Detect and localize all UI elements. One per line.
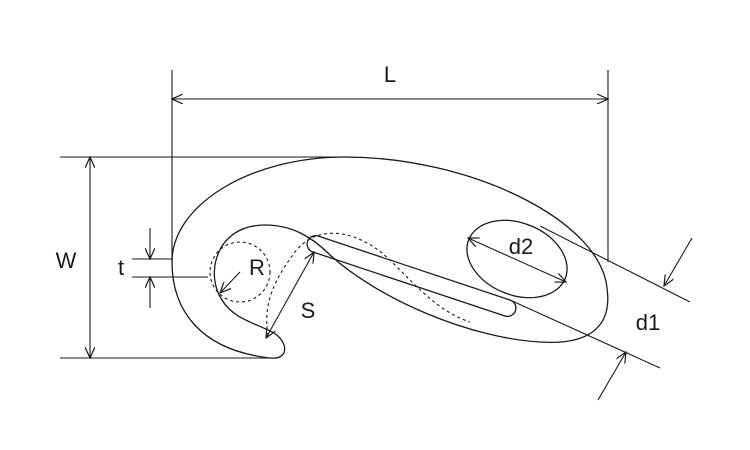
gate-latch <box>306 234 517 318</box>
label-S: S <box>301 298 316 323</box>
label-d2: d2 <box>509 234 533 259</box>
dim-line-R <box>220 271 241 293</box>
dim-line-d2 <box>468 238 566 282</box>
hook-outer-outline <box>171 156 609 359</box>
ext-line-d1-upper <box>539 225 691 303</box>
dim-line-d1-lower <box>597 352 626 401</box>
label-R: R <box>249 255 265 280</box>
label-L: L <box>384 62 396 87</box>
dim-line-S <box>266 252 314 338</box>
dim-line-d1-upper <box>664 237 693 286</box>
label-t: t <box>118 255 124 280</box>
ext-line-d1-lower <box>509 299 661 369</box>
label-W: W <box>56 248 77 273</box>
eye-hole <box>466 219 568 299</box>
throat-hidden-line <box>266 232 471 337</box>
label-d1: d1 <box>636 310 660 335</box>
